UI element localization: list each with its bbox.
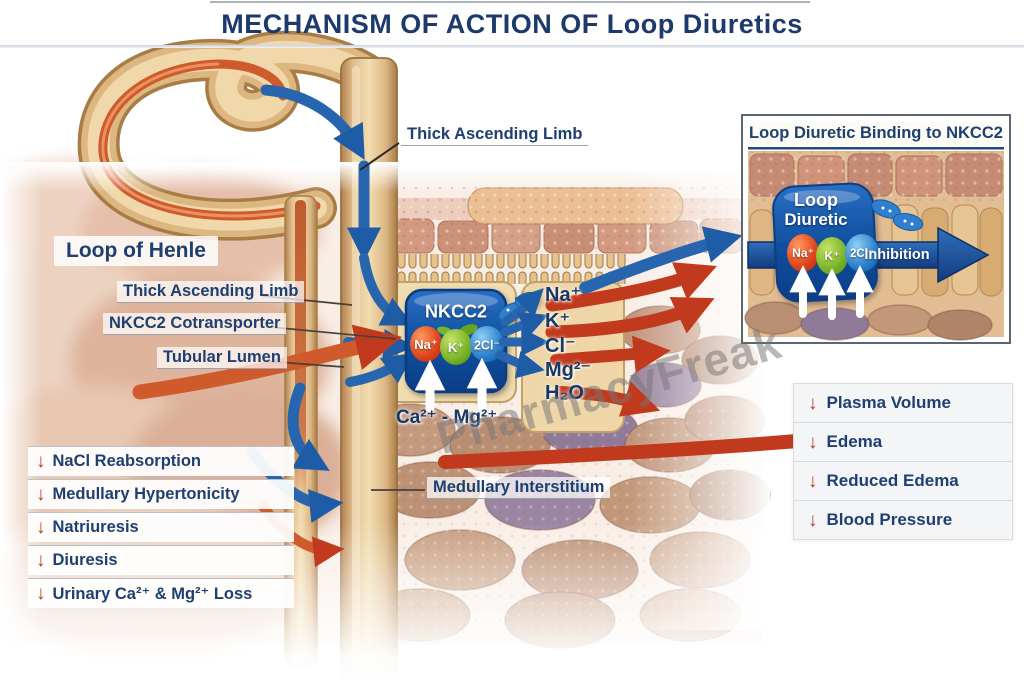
drug-line1: Loop: [794, 190, 838, 210]
outcome-text: Blood Pressure: [826, 510, 953, 529]
effect-row-medullary: ↓ Medullary Hypertonicity: [28, 479, 294, 509]
ion-mg: Mg²⁻: [545, 359, 592, 381]
effect-row-urinary-loss: ↓ Urinary Ca²⁺ & Mg²⁺ Loss: [28, 578, 294, 608]
brush-border-microvilli: [386, 254, 626, 284]
ion-h2o: H₂O: [545, 382, 584, 404]
down-arrow-icon: ↓: [36, 484, 46, 505]
inset-cl2-label: 2Cl⁻: [850, 248, 874, 260]
k-ion-label: K⁺: [447, 340, 465, 355]
ca-mg-label: Ca²⁺ - Mg²⁺: [396, 407, 498, 428]
ca-mg-up-arrows: [414, 357, 498, 413]
ion-cl: Cl⁻: [545, 335, 576, 357]
na-ion-label: Na⁺: [414, 337, 438, 352]
inset-k-label: K⁺: [824, 249, 840, 263]
outcome-row-plasma-volume: ↓ Plasma Volume: [794, 384, 1012, 423]
effect-row-diuresis: ↓ Diuresis: [28, 545, 294, 575]
effect-text: Diuresis: [52, 551, 118, 569]
inset-loop-diuretic-binding: [741, 114, 1011, 344]
outcomes-panel: ↓ Plasma Volume ↓ Edema ↓ Reduced Edema …: [793, 383, 1013, 540]
nkcc2-cotransporter-label: NKCC2 Cotransporter: [103, 313, 287, 335]
outcome-row-reduced-edema: ↓ Reduced Edema: [794, 462, 1012, 501]
loop-of-henle-tube: [77, 30, 393, 241]
page-title: MECHANISM OF ACTION OF Loop Diuretics: [221, 9, 803, 39]
down-arrow-icon: ↓: [36, 517, 46, 538]
title-divider: [0, 45, 1024, 48]
outcome-row-edema: ↓ Edema: [794, 423, 1012, 462]
medullary-interstitium-label: Medullary Interstitium: [427, 477, 611, 499]
down-arrow-icon: ↓: [808, 392, 818, 414]
cl2-ion-label: 2Cl⁻: [473, 338, 501, 353]
down-arrow-icon: ↓: [808, 431, 818, 453]
top-fade: [0, 162, 762, 192]
top-border-line: [210, 1, 810, 3]
thick-ascending-limb-left-label: Thick Ascending Limb: [117, 281, 305, 303]
down-arrow-icon: ↓: [36, 583, 46, 604]
down-arrow-icon: ↓: [808, 509, 818, 531]
effect-text: Natriuresis: [52, 518, 139, 536]
tubular-lumen-label: Tubular Lumen: [157, 347, 287, 369]
down-arrow-icon: ↓: [36, 550, 46, 571]
down-arrow-icon: ↓: [808, 470, 818, 492]
loop-of-henle-label: Loop of Henle: [54, 236, 218, 266]
inset-na-label: Na⁺: [792, 246, 814, 260]
nkcc2-label: NKCC2: [424, 301, 488, 322]
effect-text: Medullary Hypertonicity: [52, 485, 240, 503]
outcome-text: Reduced Edema: [826, 471, 959, 490]
drug-line2: Diuretic: [784, 209, 848, 229]
down-arrow-icon: ↓: [36, 451, 46, 472]
effect-row-natriuresis: ↓ Natriuresis: [28, 512, 294, 542]
outcome-row-blood-pressure: ↓ Blood Pressure: [794, 501, 1012, 539]
inhibition-arrow-label: Inhibition: [864, 247, 930, 263]
inset-title: Loop Diuretic Binding to NKCC2: [749, 124, 1003, 142]
effect-row-nacl: ↓ NaCl Reabsorption: [28, 446, 294, 476]
outcome-text: Edema: [826, 432, 883, 451]
loop-diuretic-drug-label: Loop Diuretic: [771, 190, 861, 229]
effect-text: NaCl Reabsorption: [52, 452, 202, 470]
ion-k: K⁺: [545, 310, 570, 332]
outcome-text: Plasma Volume: [826, 393, 951, 412]
thick-ascending-limb-top-label: Thick Ascending Limb: [401, 124, 589, 146]
ion-na: Na⁺: [545, 284, 582, 306]
effect-text: Urinary Ca²⁺ & Mg²⁺ Loss: [52, 584, 253, 603]
effects-list: ↓ NaCl Reabsorption ↓ Medullary Hyperton…: [28, 446, 294, 611]
